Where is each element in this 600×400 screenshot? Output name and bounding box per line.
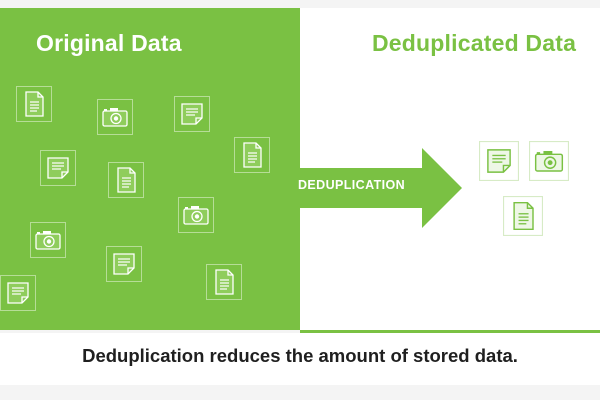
document-icon (234, 137, 270, 173)
note-icon (106, 246, 142, 282)
camera-icon (97, 99, 133, 135)
original-data-title: Original Data (36, 30, 182, 56)
note-icon (40, 150, 76, 186)
document-icon (206, 264, 242, 300)
deduplicated-data-title: Deduplicated Data (372, 30, 577, 56)
document-icon (16, 86, 52, 122)
caption-area (0, 333, 600, 385)
camera-icon (178, 197, 214, 233)
camera-icon (529, 141, 569, 181)
arrow-label: DEDUPLICATION (298, 178, 406, 192)
note-icon (0, 275, 36, 311)
camera-icon (30, 222, 66, 258)
document-icon (503, 196, 543, 236)
note-icon (174, 96, 210, 132)
divider-line (300, 330, 600, 333)
top-margin (0, 0, 600, 8)
deduplication-arrow (290, 148, 462, 228)
diagram-caption: Deduplication reduces the amount of stor… (82, 345, 518, 366)
document-icon (108, 162, 144, 198)
note-icon (479, 141, 519, 181)
